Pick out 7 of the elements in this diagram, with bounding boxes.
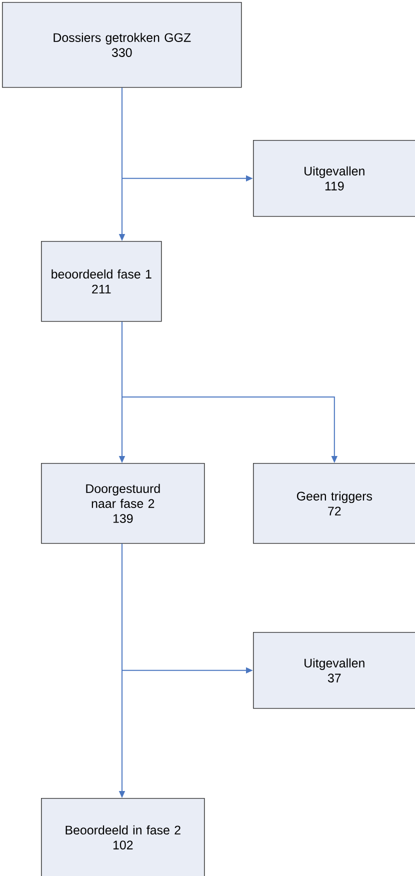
process-box: Doorgestuurd naar fase 2 139 xyxy=(41,463,205,544)
process-box: Uitgevallen 37 xyxy=(253,632,415,709)
process-box: Dossiers getrokken GGZ 330 xyxy=(2,2,242,88)
process-box: Geen triggers 72 xyxy=(253,463,415,544)
process-box: beoordeeld fase 1 211 xyxy=(41,241,162,322)
process-box: Beoordeeld in fase 2 102 xyxy=(41,798,205,876)
process-box: Uitgevallen 119 xyxy=(253,140,415,217)
